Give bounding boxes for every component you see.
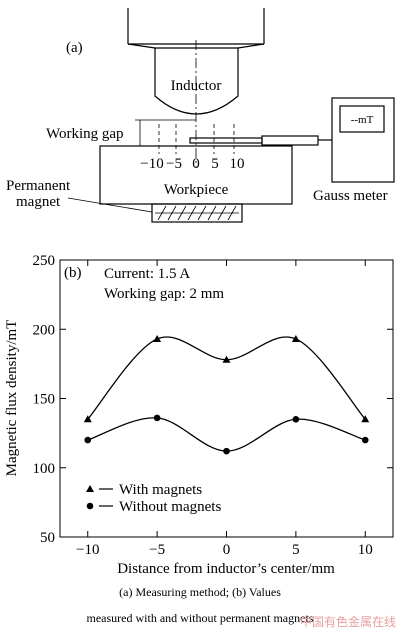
caption-line-2: measured with and without permanent magn…	[86, 611, 314, 625]
scale-tick-10: 10	[230, 156, 245, 172]
magnet-hatching	[155, 205, 239, 221]
permanent-magnet	[151, 203, 243, 223]
x-tick-label--10: −10	[76, 542, 99, 558]
caption-line-1: (a) Measuring method; (b) Values	[119, 585, 281, 599]
watermark-text: 中国有色金属在线	[299, 615, 396, 629]
series-1-point--5	[153, 414, 161, 422]
inductor-top-housing	[100, 8, 150, 48]
series-0-point--5	[153, 334, 162, 342]
scale-tick-neg10: −10	[140, 156, 163, 172]
x-tick-label--5: −5	[149, 542, 165, 558]
series-1-point-5	[292, 415, 300, 423]
panel-b-label: (b)	[64, 265, 82, 281]
y-tick-label-150: 150	[33, 392, 56, 408]
series-1-point-0	[223, 447, 230, 455]
series-markers	[83, 334, 370, 455]
x-tick-label-5: 5	[292, 542, 300, 558]
legend-label-0: With magnets	[119, 482, 202, 498]
inductor-label: Inductor	[171, 78, 222, 94]
magnet-label-line1: Permanent	[6, 178, 71, 194]
gauss-meter-box	[331, 97, 395, 183]
series-line-0	[87, 336, 366, 420]
legend-marker-0	[86, 485, 94, 492]
magnet-label-line2: magnet	[16, 194, 61, 210]
meter-display-text: --mT	[351, 114, 374, 126]
series-1-point-10	[361, 436, 369, 444]
series-curves	[87, 336, 366, 452]
working-gap-label: Working gap	[46, 126, 124, 142]
y-tick-label-50: 50	[40, 530, 55, 546]
annotation-current: Current: 1.5 A	[104, 266, 190, 282]
series-line-1	[87, 417, 366, 452]
legend-label-1: Without magnets	[119, 499, 221, 515]
y-axis-ticks: 50 100 150 200 250	[33, 253, 393, 546]
gauss-meter-display	[339, 105, 385, 133]
series-0-point-10	[361, 415, 370, 423]
workpiece-label: Workpiece	[164, 182, 229, 198]
inductor-coil	[154, 47, 239, 115]
series-0-point--10	[83, 415, 92, 423]
scale-tick-0: 0	[192, 156, 200, 172]
flux-density-chart: 50 100 150 200 250 −10 −5 0 5 10 (b) Current: 1.…	[4, 253, 394, 577]
scale-tick-5: 5	[211, 156, 219, 172]
y-tick-label-250: 250	[33, 253, 56, 269]
y-tick-label-100: 100	[33, 461, 56, 477]
scale-tick-neg5: −5	[166, 156, 182, 172]
measuring-method-diagram	[67, 8, 395, 223]
panel-a-label: (a)	[66, 40, 83, 56]
x-tick-label-10: 10	[358, 542, 373, 558]
x-axis-label: Distance from inductor’s center/mm	[117, 561, 335, 577]
gauss-meter-label: Gauss meter	[313, 188, 388, 204]
legend-marker-1	[86, 502, 94, 510]
gauss-probe	[189, 137, 263, 144]
series-1-point--10	[84, 436, 92, 444]
measuring-positions	[158, 124, 235, 154]
series-0-point-5	[291, 334, 300, 342]
annotation-working-gap: Working gap: 2 mm	[104, 286, 224, 302]
diagram-labels: (a) Inductor Working gap Workpiece Perma…	[6, 40, 388, 210]
x-axis-ticks: −10 −5 0 5 10	[76, 260, 373, 558]
x-tick-label-0: 0	[223, 542, 231, 558]
y-tick-label-200: 200	[33, 322, 56, 338]
magnet-leader-line	[67, 197, 153, 213]
series-0-point-0	[222, 355, 231, 363]
y-axis-label: Magnetic flux density/mT	[4, 320, 20, 477]
